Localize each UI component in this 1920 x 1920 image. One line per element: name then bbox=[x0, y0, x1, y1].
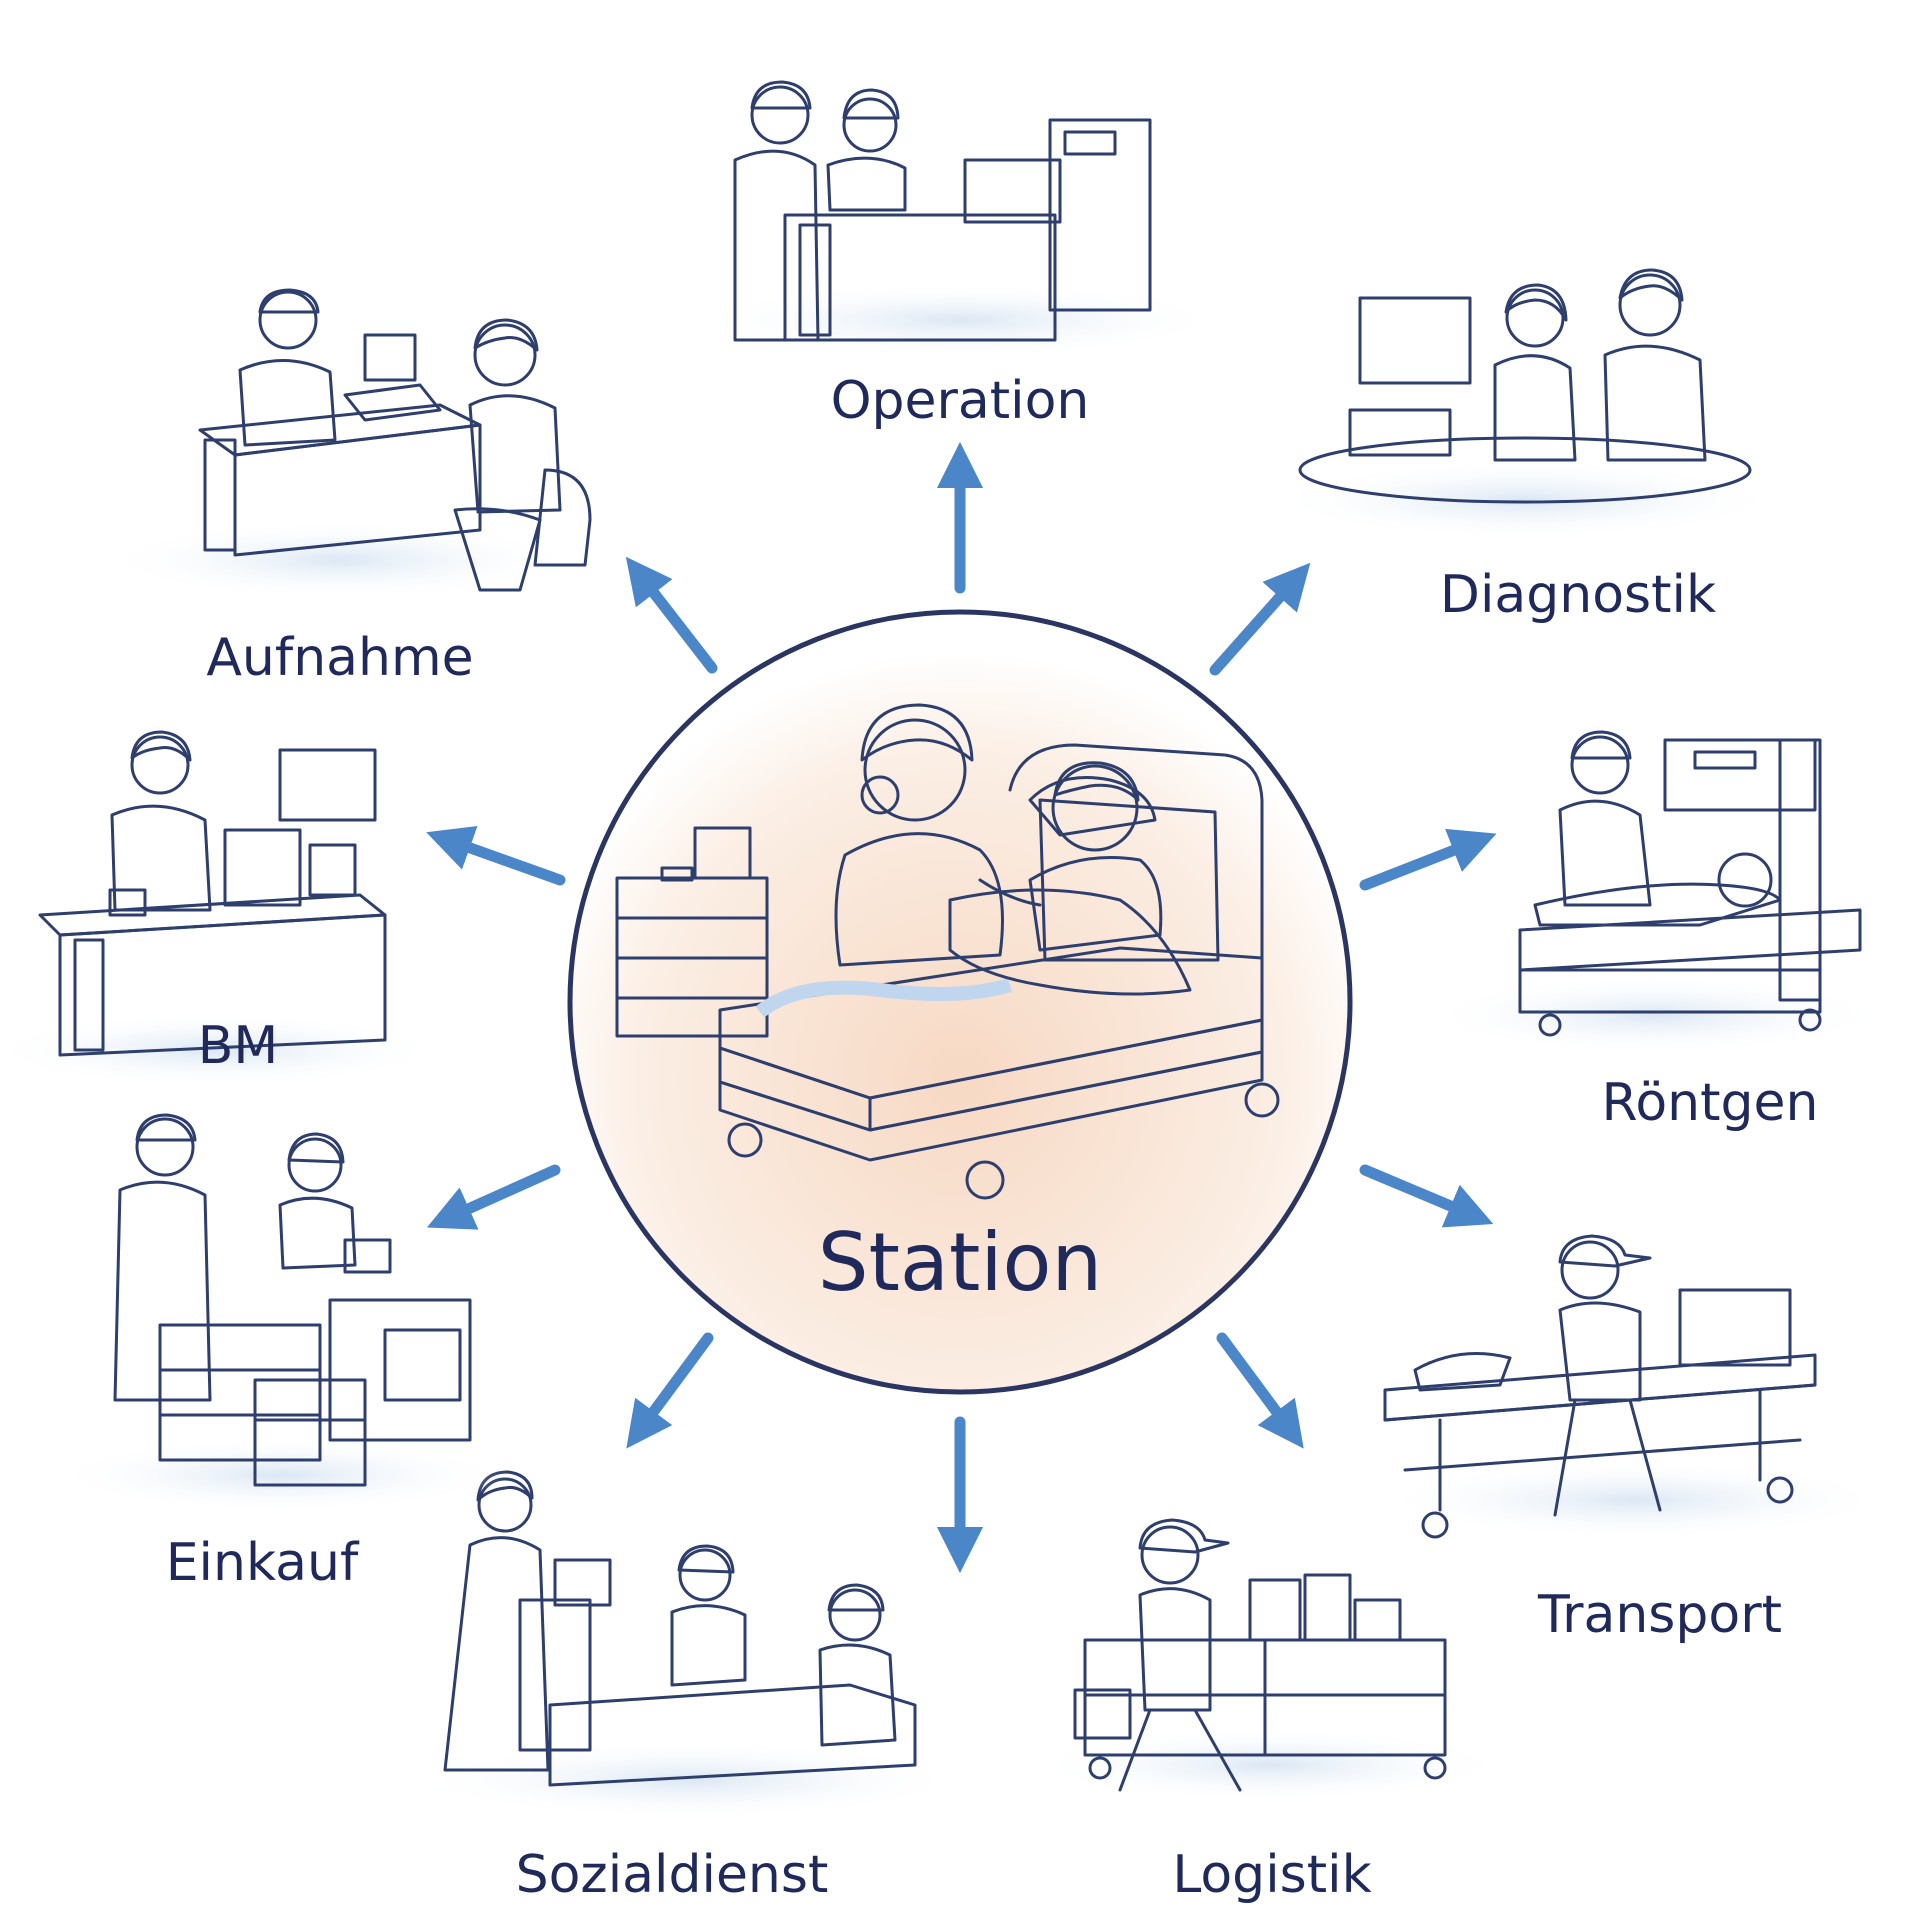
monitor-icon bbox=[963, 158, 1062, 224]
desk bbox=[38, 893, 387, 937]
arrow-to-aufnahme bbox=[625, 556, 718, 674]
department-aufnahme: Aufnahme bbox=[100, 288, 592, 688]
department-einkauf: Einkauf bbox=[50, 1113, 510, 1593]
nightstand-illustration bbox=[615, 826, 769, 1038]
department-roentgen: Röntgen bbox=[1425, 730, 1885, 1133]
department-diagnostik: Diagnostik bbox=[1265, 268, 1785, 625]
department-operation: Operation bbox=[690, 80, 1230, 431]
arrow-to-logistik bbox=[1216, 1332, 1304, 1449]
supply-cart bbox=[158, 1323, 322, 1462]
logistik-label: Logistik bbox=[1172, 1845, 1371, 1905]
box-icon bbox=[253, 1378, 367, 1487]
department-sozialdienst: Sozialdienst bbox=[410, 1470, 970, 1905]
monitor-icon bbox=[278, 748, 377, 822]
monitor-icon bbox=[1358, 296, 1472, 385]
operation-label: Operation bbox=[831, 371, 1090, 431]
station-label: Station bbox=[818, 1216, 1102, 1309]
hospital-bed-illustration bbox=[718, 743, 1280, 1200]
bm-label: BM bbox=[198, 1016, 279, 1076]
diagnostik-label: Diagnostik bbox=[1440, 565, 1716, 625]
arrow-to-einkauf bbox=[626, 1332, 714, 1449]
department-bm: BM bbox=[0, 730, 445, 1088]
transport-label: Transport bbox=[1537, 1585, 1782, 1645]
department-logistik: Logistik bbox=[1030, 1518, 1510, 1905]
roentgen-label: Röntgen bbox=[1602, 1073, 1819, 1133]
arrow-to-diagnostik bbox=[1209, 562, 1311, 676]
desk bbox=[548, 1683, 917, 1787]
arrows bbox=[426, 441, 1497, 1574]
patient-illustration bbox=[948, 761, 1192, 996]
arrow-to-aufnahme-left bbox=[426, 826, 566, 886]
arrow-to-bm bbox=[426, 1164, 561, 1230]
xray-machine bbox=[1663, 738, 1817, 812]
sozialdienst-label: Sozialdienst bbox=[516, 1845, 829, 1905]
station-node: Station bbox=[567, 609, 1353, 1395]
department-transport: Transport bbox=[1375, 1234, 1895, 1645]
arrow-to-transport bbox=[1359, 1164, 1494, 1228]
einkauf-label: Einkauf bbox=[166, 1533, 360, 1593]
arrow-to-roentgen bbox=[1359, 828, 1497, 891]
nurse-illustration bbox=[834, 703, 1042, 967]
aufnahme-label: Aufnahme bbox=[206, 628, 473, 688]
